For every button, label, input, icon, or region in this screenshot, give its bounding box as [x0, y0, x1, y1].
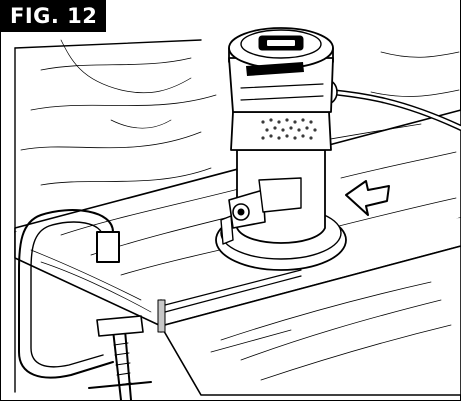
vent-mesh — [261, 118, 317, 140]
lower-board — [157, 245, 461, 396]
feed-direction-arrow — [345, 180, 390, 216]
figure-label: FIG. 12 — [1, 0, 107, 32]
power-cord — [316, 79, 461, 131]
router — [215, 27, 347, 271]
c-clamp — [18, 209, 152, 401]
back-board — [14, 39, 460, 393]
